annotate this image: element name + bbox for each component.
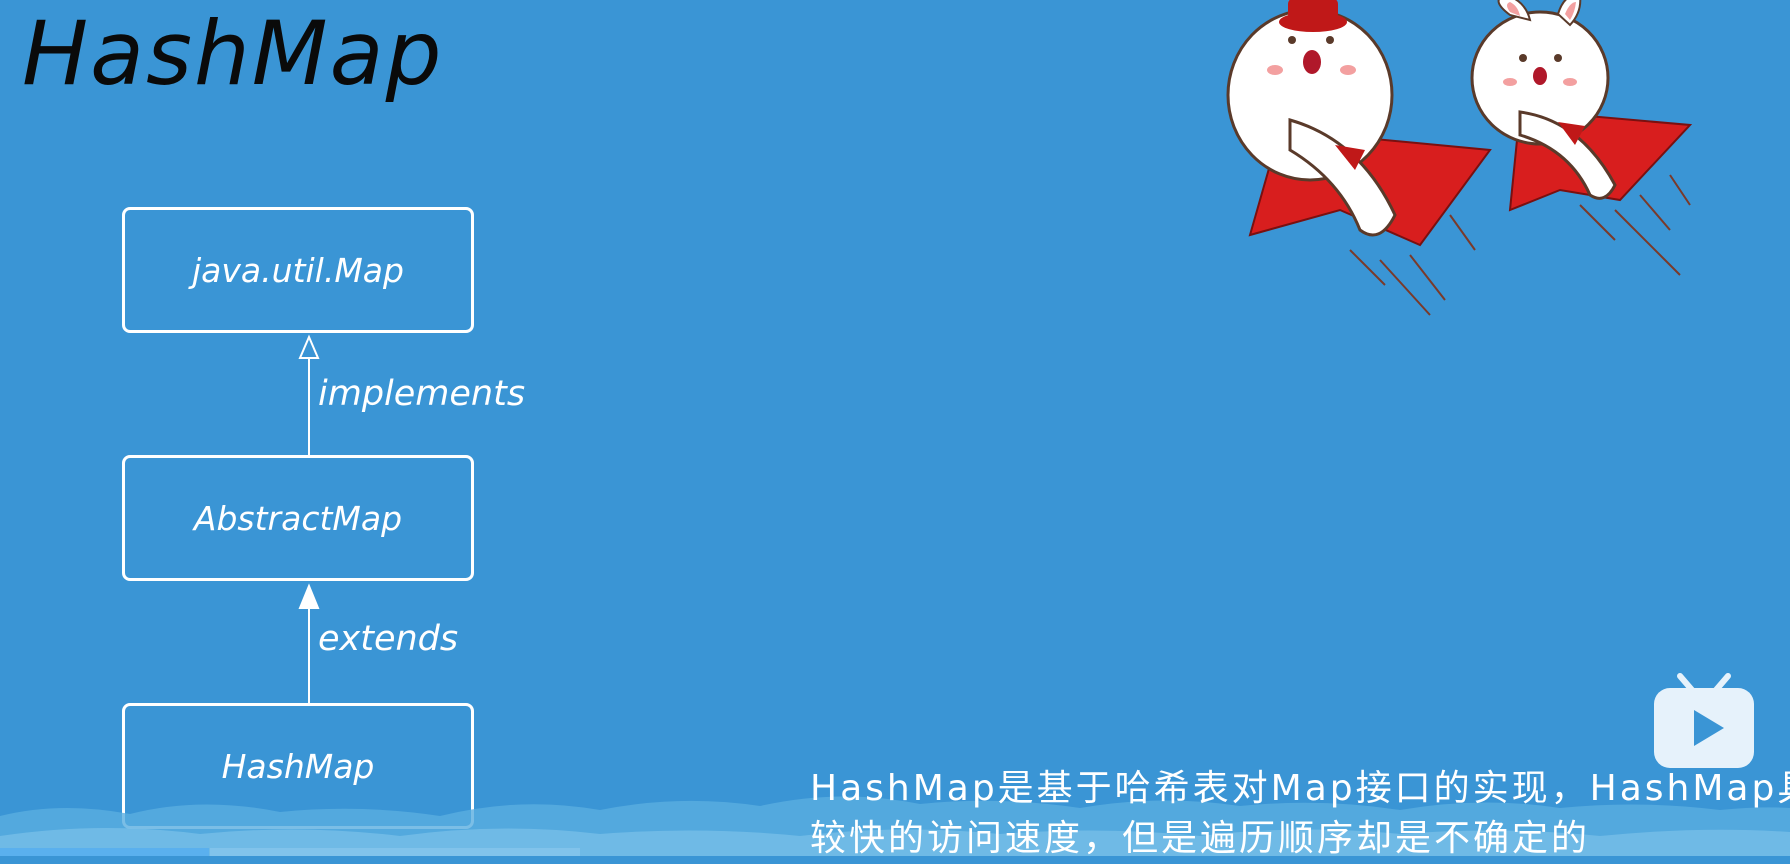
progress-buffered <box>210 848 580 856</box>
subtitle-line-2: 较快的访问速度，但是遍历顺序却是不确定的 <box>810 818 1591 859</box>
bilibili-tv-icon[interactable] <box>1652 670 1756 770</box>
progress-played <box>0 848 210 856</box>
implements-arrow <box>298 334 320 455</box>
subtitle-line-1: HashMap是基于哈希表对Map接口的实现，HashMap具有 <box>810 768 1790 809</box>
node-abstract-map: AbstractMap <box>122 455 474 581</box>
video-progress-bar[interactable] <box>0 848 1790 856</box>
superhero-mascots-illustration <box>1226 0 1693 316</box>
extends-arrow <box>298 583 320 703</box>
page-title: HashMap <box>22 2 444 105</box>
extends-label: extends <box>318 619 459 659</box>
subtitle: HashMap是基于哈希表对Map接口的实现，HashMap具有 较快的访问速度… <box>810 764 1790 864</box>
node-java-util-map: java.util.Map <box>122 207 474 333</box>
mascot-left <box>1226 0 1492 316</box>
implements-label: implements <box>318 374 526 414</box>
mascot-right <box>1470 0 1693 276</box>
